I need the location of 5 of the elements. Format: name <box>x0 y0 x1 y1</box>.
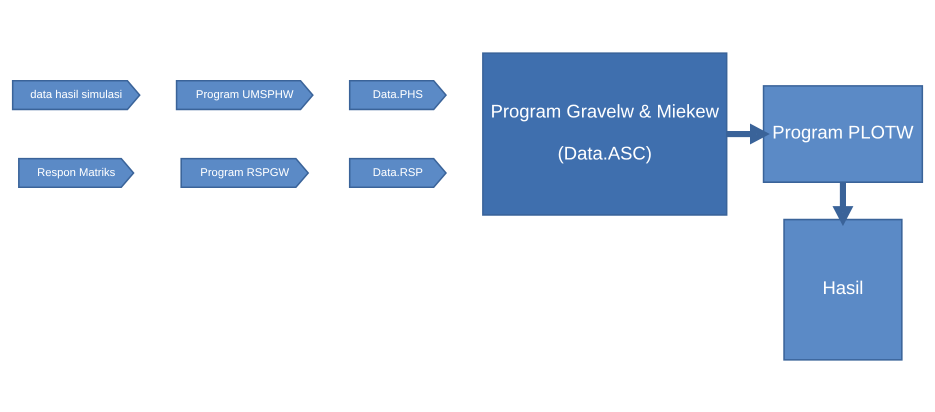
node-box: Program Gravelw & Miekew (Data.ASC) <box>482 52 728 216</box>
arrow <box>832 182 854 226</box>
arrow <box>726 123 770 144</box>
node-box: Hasil <box>783 218 903 360</box>
node-box: Program PLOTW <box>762 84 924 182</box>
